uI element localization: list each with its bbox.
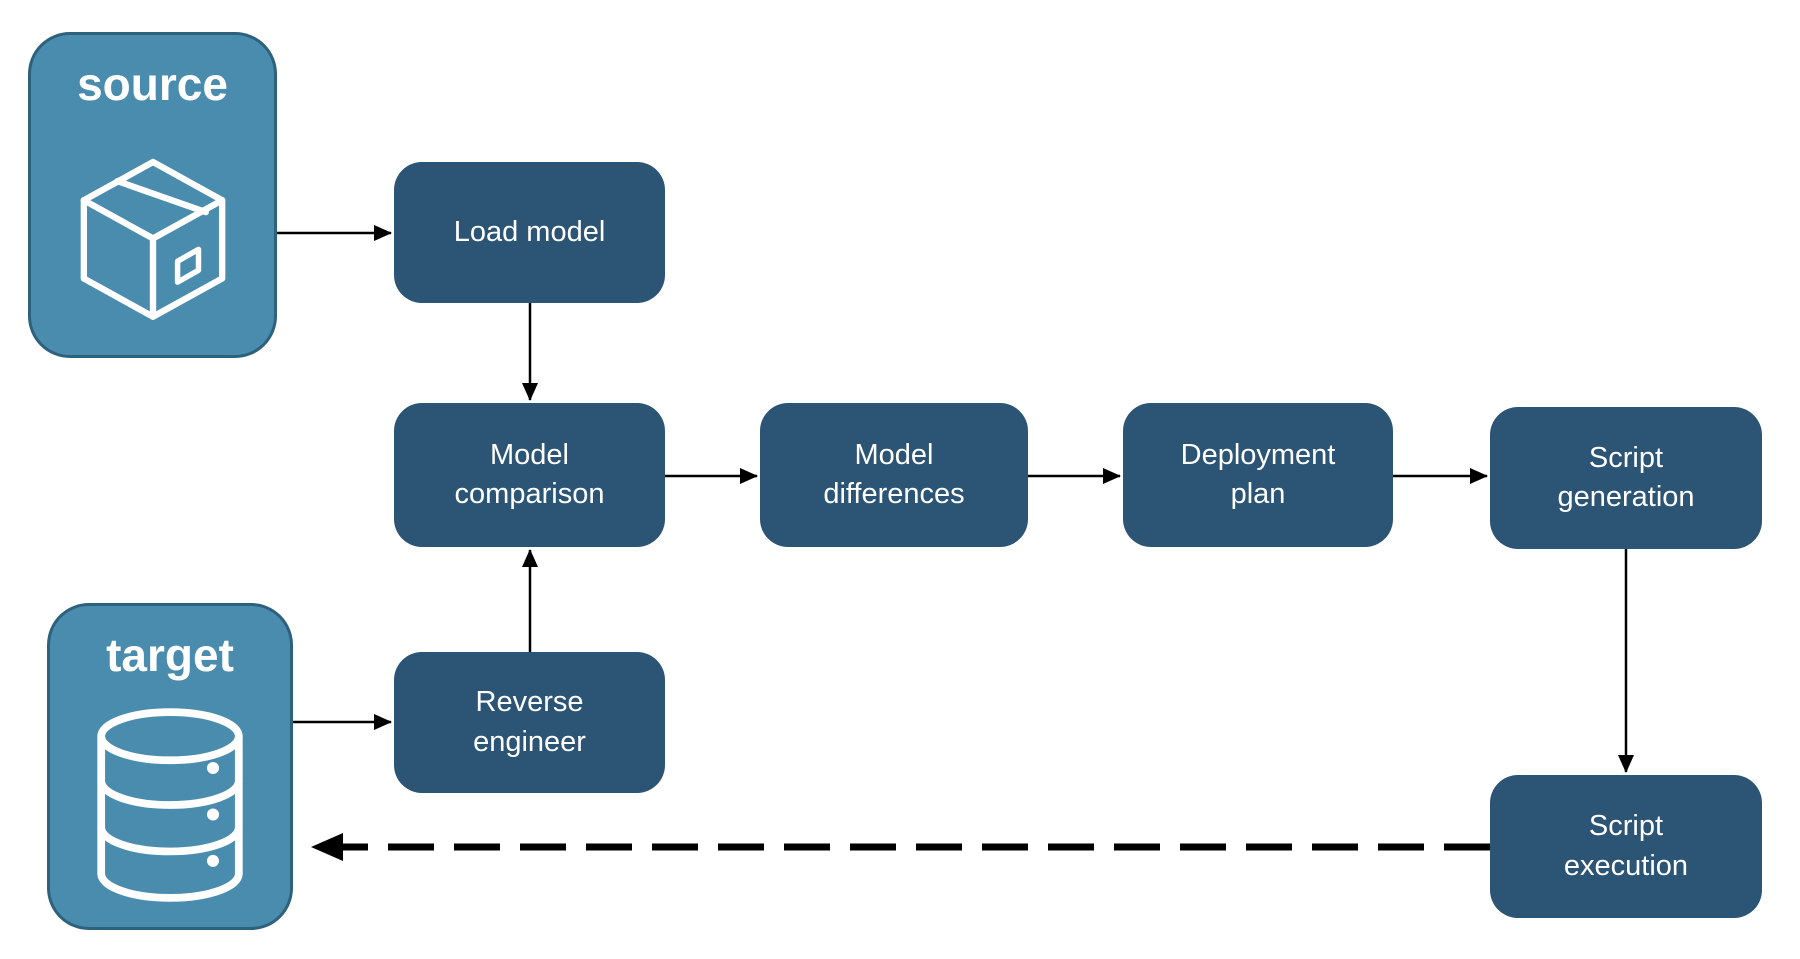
node-model-differences-label: Model differences xyxy=(823,438,965,510)
node-script-execution-label: Script execution xyxy=(1563,810,1689,882)
node-model-differences: Model differences xyxy=(760,403,1028,547)
node-script-generation: Script generation xyxy=(1490,407,1762,549)
node-reverse-engineer-label: Reverse engineer xyxy=(473,686,586,758)
node-model-comparison-label: Model comparison xyxy=(454,438,605,510)
entity-target-label: target xyxy=(106,629,234,681)
package-icon xyxy=(31,111,274,355)
node-model-comparison: Model comparison xyxy=(394,403,665,547)
node-script-execution: Script execution xyxy=(1490,775,1762,918)
node-reverse-engineer: Reverse engineer xyxy=(394,652,665,793)
node-script-generation-label: Script generation xyxy=(1557,441,1695,513)
node-load-model-label: Load model xyxy=(453,215,606,248)
entity-target: target xyxy=(47,603,293,930)
entity-source-label: source xyxy=(77,58,228,110)
entity-source: source xyxy=(28,32,277,358)
node-load-model: Load model xyxy=(394,162,665,303)
database-icon xyxy=(50,682,290,927)
node-deployment-plan: Deployment plan xyxy=(1123,403,1393,547)
node-deployment-plan-label: Deployment plan xyxy=(1180,438,1336,510)
